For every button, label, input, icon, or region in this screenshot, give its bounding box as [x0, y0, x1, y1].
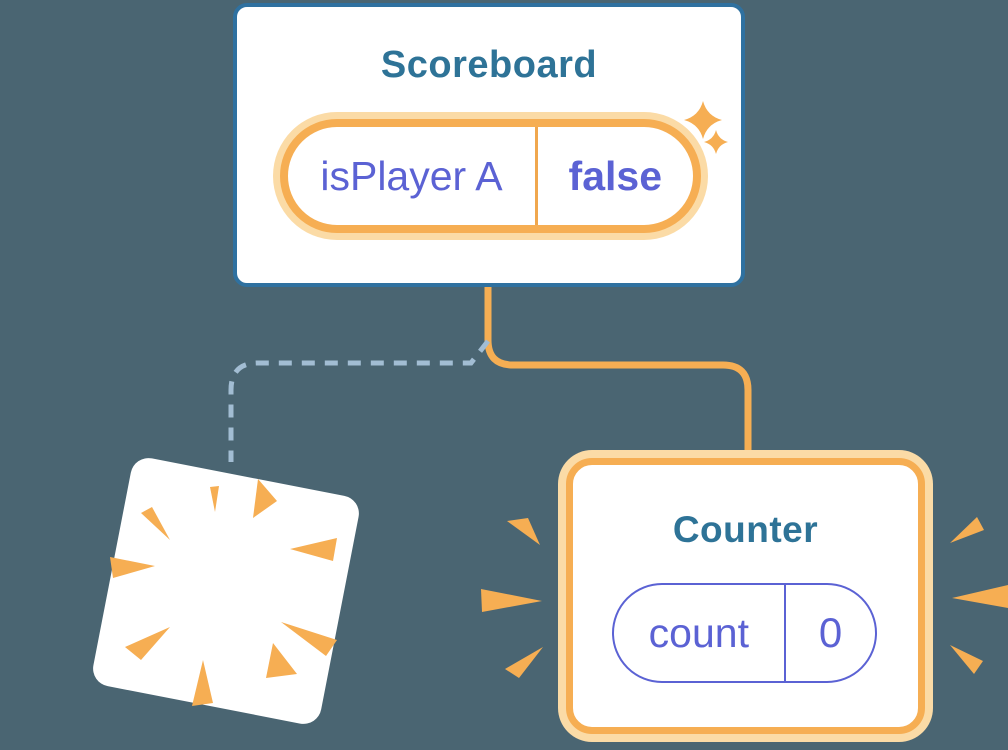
counter-state-pill: count 0 [612, 583, 877, 683]
state-name: isPlayer A [320, 152, 503, 199]
counter-component-card: Counter count 0 [566, 458, 925, 734]
scoreboard-title: Scoreboard [380, 44, 598, 86]
counter-title: Counter [672, 509, 819, 550]
scoreboard-state-pill: isPlayer A false [280, 119, 701, 233]
state-value: false [568, 152, 662, 199]
connector-scoreboard-to-counter [484, 287, 752, 470]
connector-scoreboard-to-destroyed-dashed [228, 339, 490, 462]
state-name: count [648, 609, 749, 656]
destroyed-component-card [89, 454, 363, 728]
pill-divider [783, 585, 787, 681]
emphasis-burst-icon [950, 517, 1008, 674]
state-value: 0 [818, 609, 843, 656]
emphasis-burst-icon [481, 518, 543, 678]
scoreboard-component-card: Scoreboard isPlayer A false [233, 3, 745, 287]
pill-divider [535, 127, 538, 225]
